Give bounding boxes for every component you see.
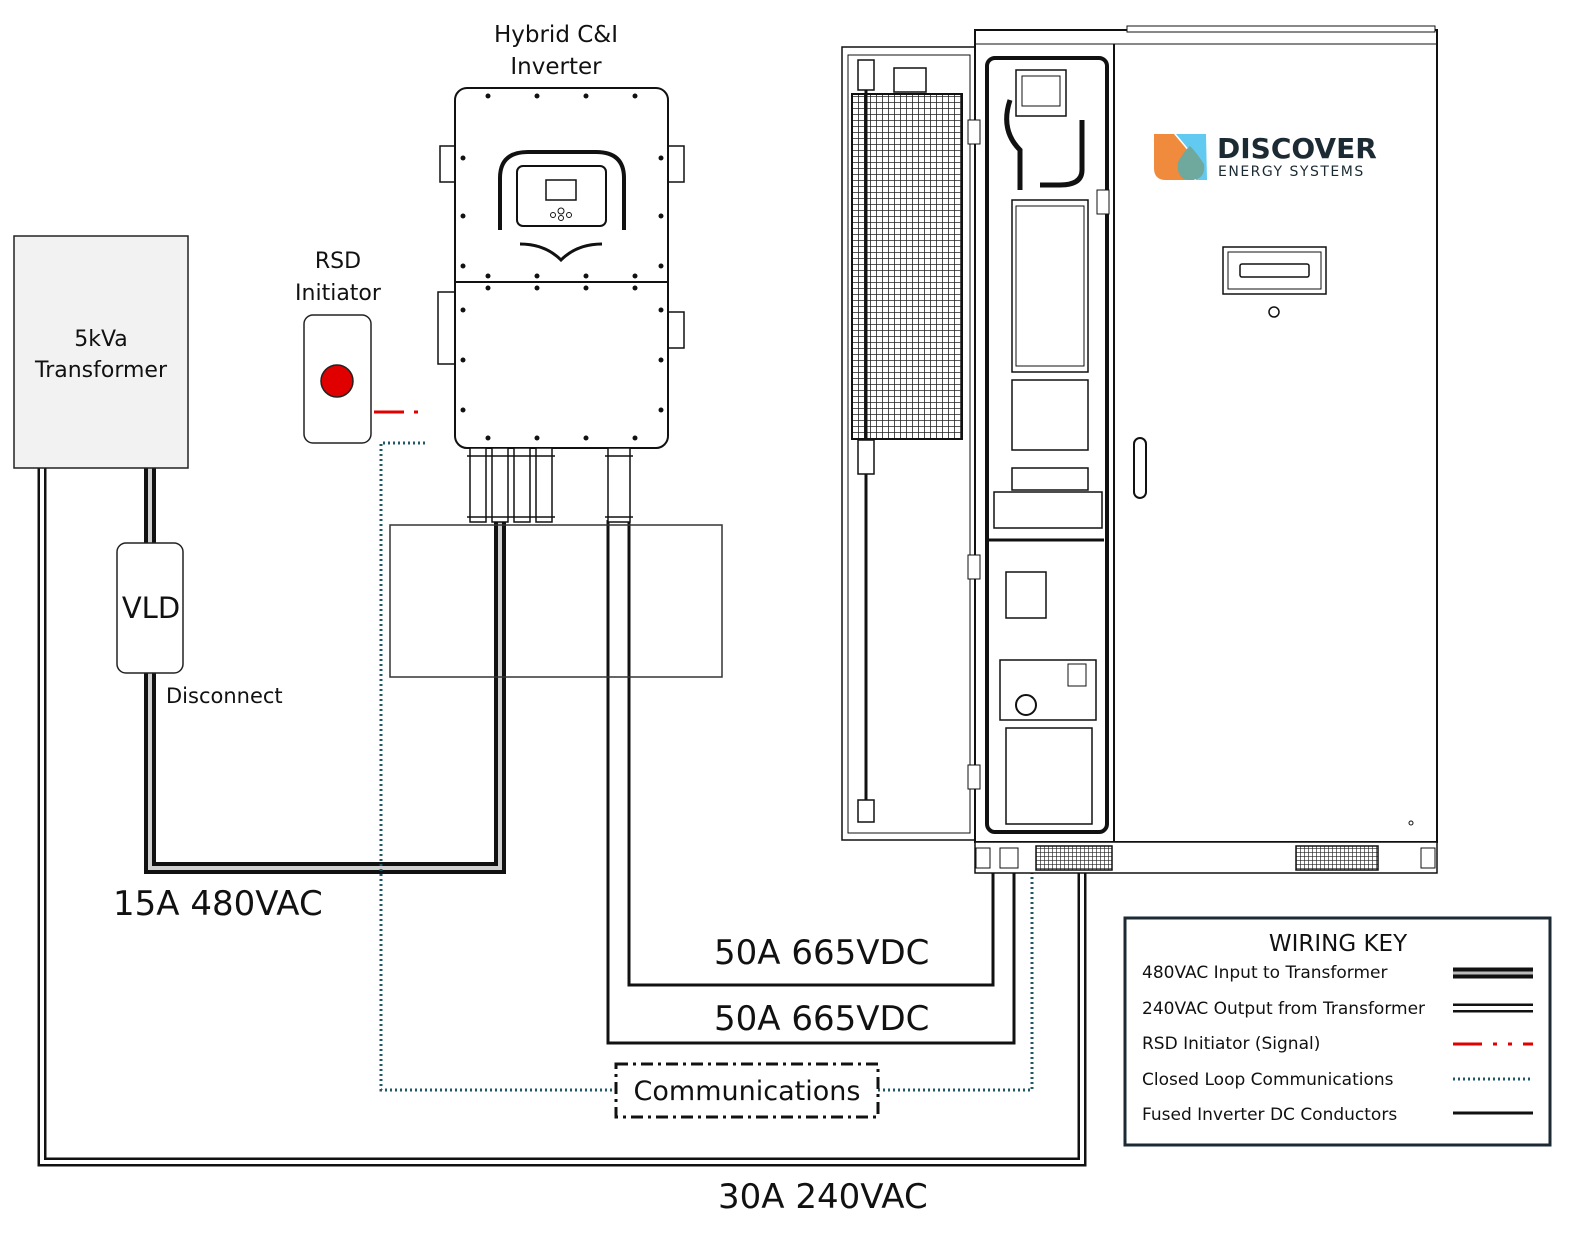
vld-disconnect: VLD (116, 542, 184, 674)
ac-480-conductor (144, 468, 506, 874)
rsd-label-line2: Initiator (295, 281, 382, 306)
dc-2-label: 50A 665VDC (714, 999, 929, 1039)
dc-1-label: 50A 665VDC (714, 933, 929, 973)
disconnect-label: Disconnect (166, 684, 283, 708)
brand-tagline: ENERGY SYSTEMS (1218, 164, 1365, 180)
key-item-label: RSD Initiator (Signal) (1142, 1034, 1320, 1054)
inverter-label-line2: Inverter (510, 54, 602, 80)
key-item-label: Closed Loop Communications (1142, 1070, 1394, 1090)
transformer-label-line2: Transformer (34, 358, 168, 383)
ac-240-conductor (37, 468, 1087, 1167)
key-item-label: Fused Inverter DC Conductors (1142, 1105, 1397, 1125)
comms-conductor (379, 441, 1034, 1092)
wiring-key: WIRING KEY 480VAC Input to Transformer 2… (1123, 916, 1552, 1147)
ac-240-label: 30A 240VAC (718, 1177, 928, 1217)
brand-name: DISCOVER (1217, 132, 1377, 165)
rsd-button-icon (320, 364, 354, 398)
key-item-label: 480VAC Input to Transformer (1142, 963, 1388, 983)
dc-conductors (606, 520, 1016, 1045)
rsd-label-line1: RSD (315, 249, 361, 274)
discover-logo: DISCOVER ENERGY SYSTEMS (1154, 132, 1377, 180)
communications-box: Communications (614, 1062, 880, 1119)
wiring-key-title: WIRING KEY (1269, 931, 1408, 957)
battery-cabinet: DISCOVER ENERGY SYSTEMS (841, 25, 1438, 874)
cabinet-open-door (841, 46, 978, 841)
transformer-label-line1: 5kVa (74, 327, 128, 352)
inverter-label-line1: Hybrid C&I (494, 22, 618, 48)
vld-label: VLD (122, 591, 180, 625)
junction-box (389, 524, 723, 678)
ac-480-label: 15A 480VAC (113, 884, 323, 924)
rsd-initiator (303, 314, 372, 444)
communications-label: Communications (634, 1076, 861, 1107)
transformer: 5kVa Transformer (13, 235, 189, 469)
hybrid-inverter (437, 87, 685, 523)
key-item-label: 240VAC Output from Transformer (1142, 999, 1425, 1019)
